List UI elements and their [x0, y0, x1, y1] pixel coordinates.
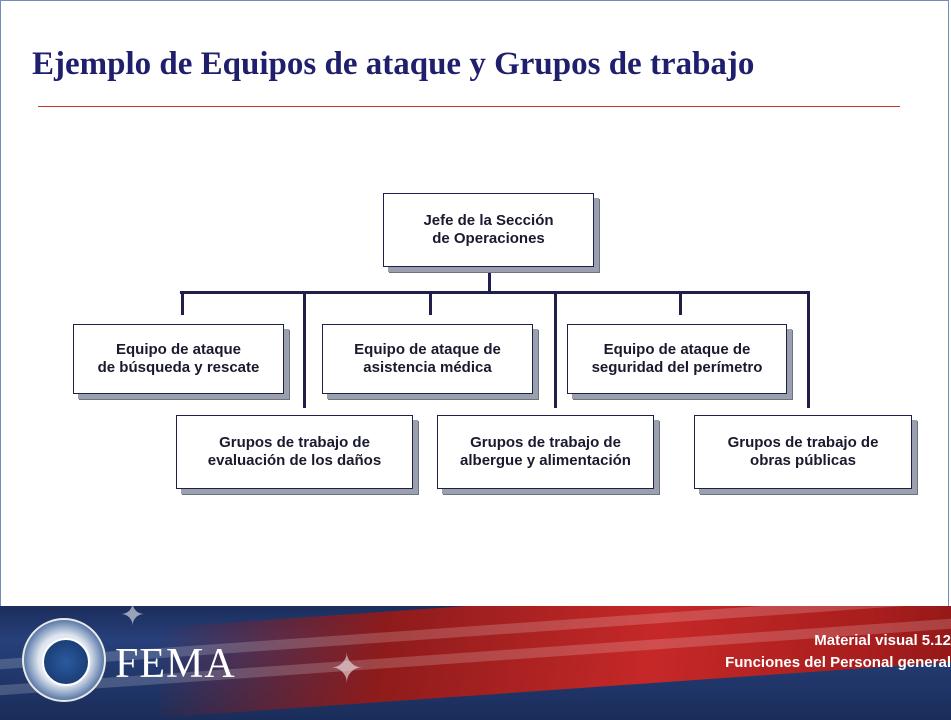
visual-number: Material visual 5.12 — [814, 632, 951, 649]
title-underline — [38, 106, 900, 107]
star-icon: ✦ — [120, 606, 146, 632]
connector-taskforce-1 — [303, 291, 306, 408]
box-operations-chief: Jefe de la Sección de Operaciones — [383, 193, 594, 267]
footer-banner: ✦ ✦ FEMA Material visual 5.12 Funciones … — [0, 606, 951, 720]
connector-taskforce-2 — [554, 291, 557, 408]
fema-logo: FEMA — [115, 641, 236, 687]
box-strike-team-search-rescue: Equipo de ataque de búsqueda y rescate — [73, 324, 284, 394]
footer-subtitle: Funciones del Personal general — [725, 654, 951, 671]
connector-strike-3 — [679, 291, 682, 315]
box-strike-team-medical: Equipo de ataque de asistencia médica — [322, 324, 533, 394]
slide-frame — [0, 0, 949, 606]
footer-caption: Material visual 5.12 Funciones del Perso… — [725, 630, 951, 674]
slide-title: Ejemplo de Equipos de ataque y Grupos de… — [32, 46, 755, 82]
connector-root-down — [488, 267, 491, 294]
star-icon: ✦ — [330, 647, 364, 691]
box-task-force-shelter: Grupos de trabajo de albergue y alimenta… — [437, 415, 654, 489]
connector-taskforce-3 — [807, 291, 810, 408]
box-task-force-damage: Grupos de trabajo de evaluación de los d… — [176, 415, 413, 489]
dhs-seal-logo — [22, 618, 106, 702]
connector-horizontal-bus — [180, 291, 810, 294]
connector-strike-2 — [429, 291, 432, 315]
box-task-force-public-works: Grupos de trabajo de obras públicas — [694, 415, 912, 489]
connector-strike-1 — [181, 291, 184, 315]
box-strike-team-perimeter: Equipo de ataque de seguridad del períme… — [567, 324, 787, 394]
